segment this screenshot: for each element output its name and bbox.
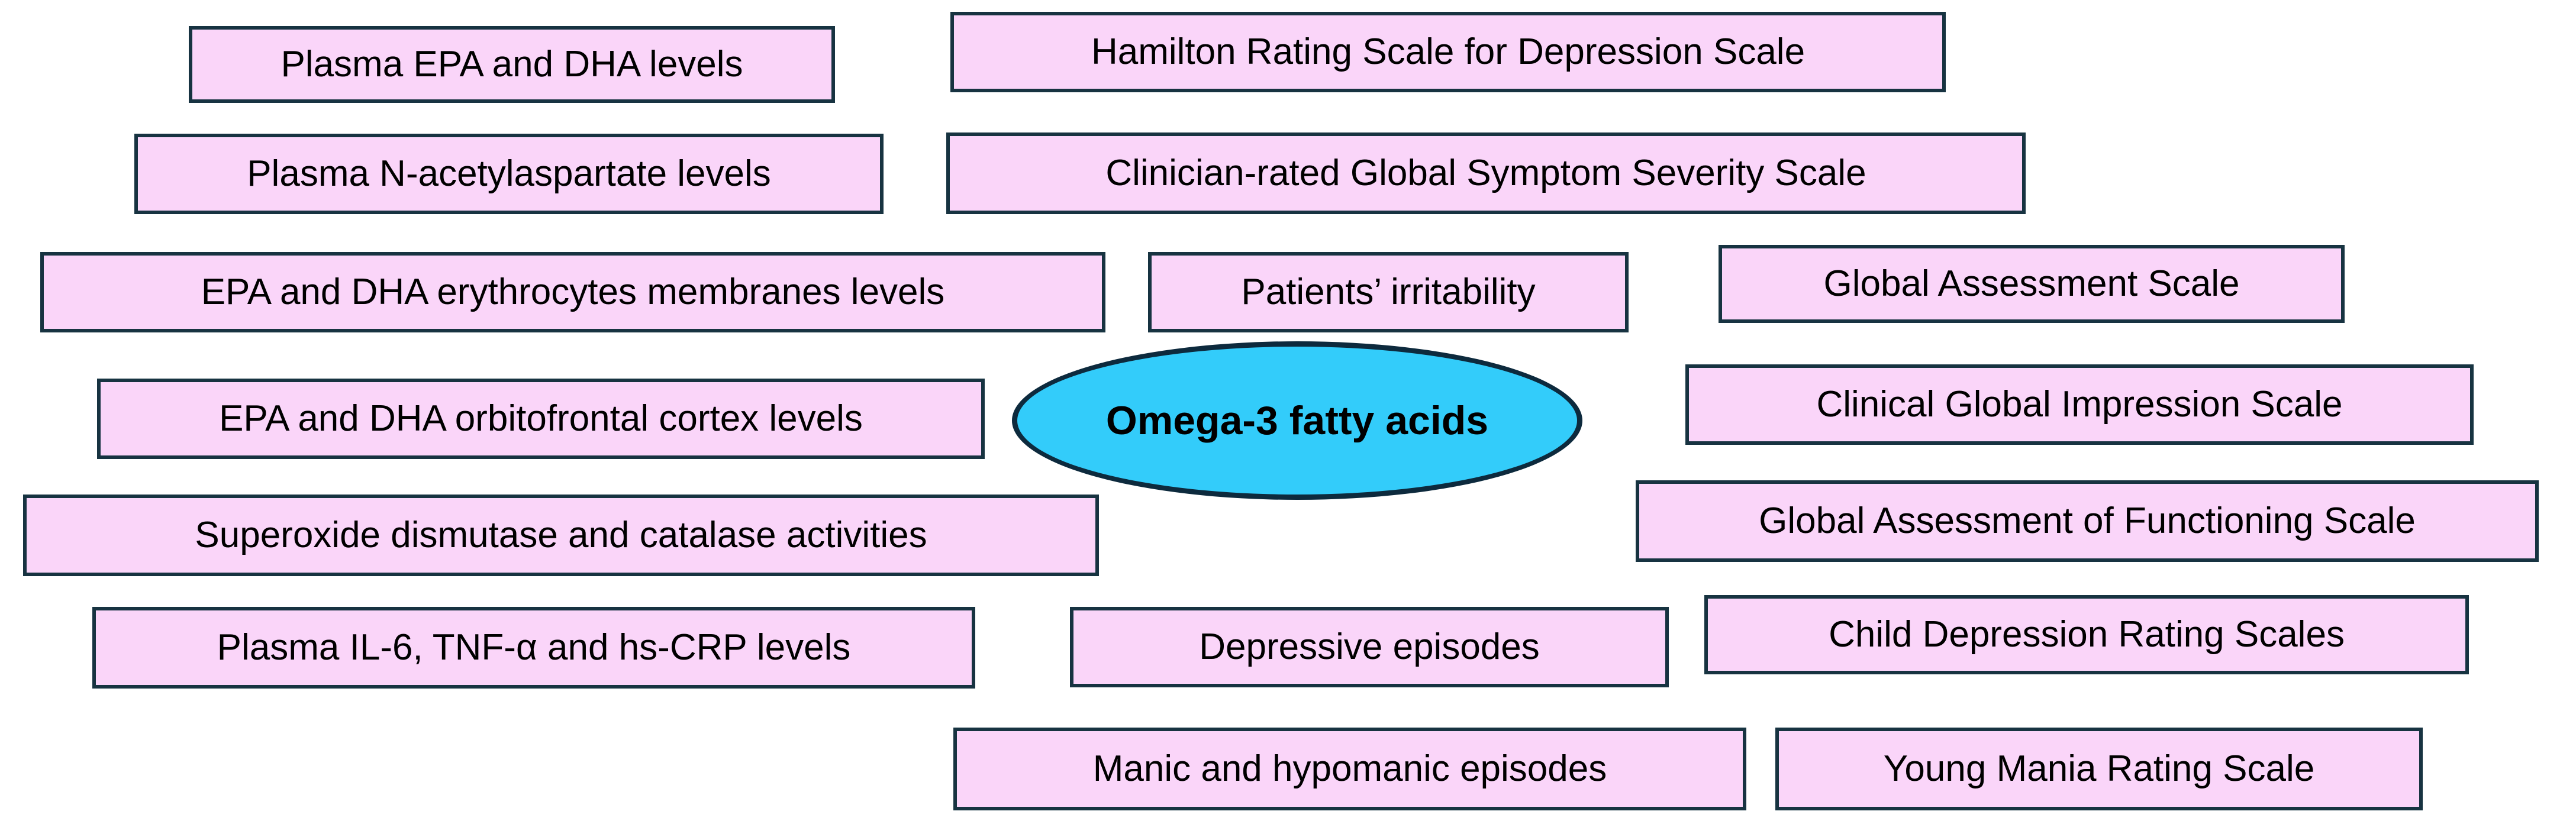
node-depressive-episodes: Depressive episodes — [1070, 607, 1669, 687]
node-superoxide-dismutase-catalase-activities: Superoxide dismutase and catalase activi… — [23, 495, 1099, 576]
node-patients-irritability: Patients’ irritability — [1148, 252, 1629, 332]
node-plasma-epa-dha-levels: Plasma EPA and DHA levels — [189, 26, 835, 103]
node-epa-dha-orbitofrontal-cortex-levels: EPA and DHA orbitofrontal cortex levels — [97, 379, 985, 459]
node-young-mania-rating-scale: Young Mania Rating Scale — [1775, 728, 2423, 810]
node-hamilton-rating-scale: Hamilton Rating Scale for Depression Sca… — [950, 12, 1946, 92]
node-clinical-global-impression-scale: Clinical Global Impression Scale — [1685, 364, 2474, 445]
center-node-omega-3-fatty-acids: Omega-3 fatty acids — [1012, 341, 1582, 500]
node-plasma-il6-tnf-hscrp-levels: Plasma IL-6, TNF-α and hs-CRP levels — [92, 607, 975, 689]
node-global-assessment-scale: Global Assessment Scale — [1719, 245, 2345, 323]
node-clinician-rated-global-symptom-severity-scale: Clinician-rated Global Symptom Severity … — [946, 133, 2026, 214]
node-manic-hypomanic-episodes: Manic and hypomanic episodes — [953, 728, 1746, 810]
node-child-depression-rating-scales: Child Depression Rating Scales — [1704, 595, 2469, 674]
node-epa-dha-erythrocytes-membranes-levels: EPA and DHA erythrocytes membranes level… — [40, 252, 1105, 332]
node-global-assessment-of-functioning-scale: Global Assessment of Functioning Scale — [1636, 480, 2539, 562]
node-plasma-n-acetylaspartate-levels: Plasma N-acetylaspartate levels — [134, 134, 884, 214]
